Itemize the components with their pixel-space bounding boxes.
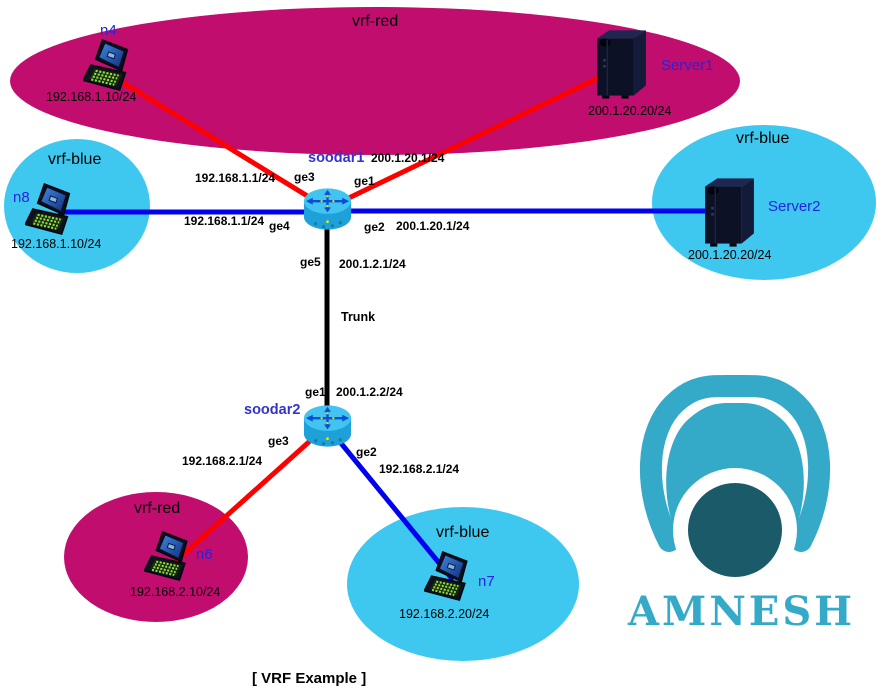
node-label-server1: Server1 (661, 57, 714, 74)
iface-ip-soodar2-ge1: 200.1.2.2/24 (336, 385, 403, 399)
link-n4-soodar1[interactable] (120, 79, 324, 208)
node-label-n8: n8 (13, 189, 30, 206)
iface-ip-soodar2-ge2: 192.168.2.1/24 (379, 462, 460, 476)
trunk-label: Trunk (341, 310, 376, 324)
iface-ip-soodar1-ge5: 200.1.2.1/24 (339, 257, 406, 271)
node-ip-server2: 200.1.20.20/24 (688, 248, 772, 262)
zone-label-vrf-blue-right: vrf-blue (736, 130, 790, 147)
iface-port-soodar2-ge2: ge2 (356, 445, 377, 459)
node-label-n4: n4 (100, 22, 117, 39)
iface-ip-soodar2-ge3: 192.168.2.1/24 (182, 454, 263, 468)
iface-port-soodar1-ge1: ge1 (354, 174, 375, 188)
iface-ip-soodar1-ge2: 200.1.20.1/24 (396, 219, 470, 233)
link-soodar2-n6[interactable] (173, 430, 322, 564)
node-ip-n8: 192.168.1.10/24 (11, 237, 102, 251)
router-label-soodar1: soodar1 (308, 150, 365, 166)
link-soodar2-n7[interactable] (329, 429, 455, 582)
iface-ip-soodar1-ge1: 200.1.20.1/24 (371, 151, 445, 165)
zone-label-vrf-red-bottom: vrf-red (134, 500, 181, 517)
amnesh-brand-text: AMNESH (628, 588, 856, 635)
iface-ip-soodar1-ge3: 192.168.1.1/24 (195, 171, 276, 185)
router-label-soodar2: soodar2 (244, 402, 301, 418)
server-icon-server2[interactable] (701, 176, 758, 248)
laptop-icon-n4[interactable] (83, 38, 141, 92)
laptop-icon-n6[interactable] (144, 530, 200, 582)
node-label-server2: Server2 (768, 198, 821, 215)
iface-port-soodar1-ge4: ge4 (269, 219, 290, 233)
laptop-icon-n7[interactable] (424, 550, 480, 602)
amnesh-logo-icon (633, 373, 838, 592)
node-ip-n7: 192.168.2.20/24 (399, 607, 490, 621)
node-label-n7: n7 (478, 573, 495, 590)
zone-label-vrf-blue-bottom: vrf-blue (436, 524, 490, 541)
node-ip-n4: 192.168.1.10/24 (46, 90, 137, 104)
router-icon-soodar2[interactable] (302, 401, 353, 451)
zone-vrf-blue-right (652, 125, 876, 280)
node-ip-n6: 192.168.2.10/24 (130, 585, 221, 599)
diagram-caption: [ VRF Example ] (252, 670, 367, 687)
zone-label-vrf-red-top: vrf-red (352, 13, 399, 30)
zone-label-vrf-blue-left: vrf-blue (48, 151, 102, 168)
iface-ip-soodar1-ge4: 192.168.1.1/24 (184, 214, 265, 228)
zone-vrf-blue-left (4, 139, 150, 273)
node-label-n6: n6 (196, 546, 213, 563)
node-ip-server1: 200.1.20.20/24 (588, 104, 672, 118)
router-icon-soodar1[interactable] (302, 184, 353, 234)
iface-port-soodar1-ge2: ge2 (364, 220, 385, 234)
iface-port-soodar2-ge1: ge1 (305, 385, 326, 399)
iface-port-soodar1-ge3: ge3 (294, 170, 315, 184)
iface-port-soodar1-ge5: ge5 (300, 255, 321, 269)
link-soodar1-server1[interactable] (328, 67, 617, 210)
laptop-icon-n8[interactable] (25, 182, 83, 236)
server-icon-server1[interactable] (593, 28, 650, 100)
iface-port-soodar2-ge3: ge3 (268, 434, 289, 448)
